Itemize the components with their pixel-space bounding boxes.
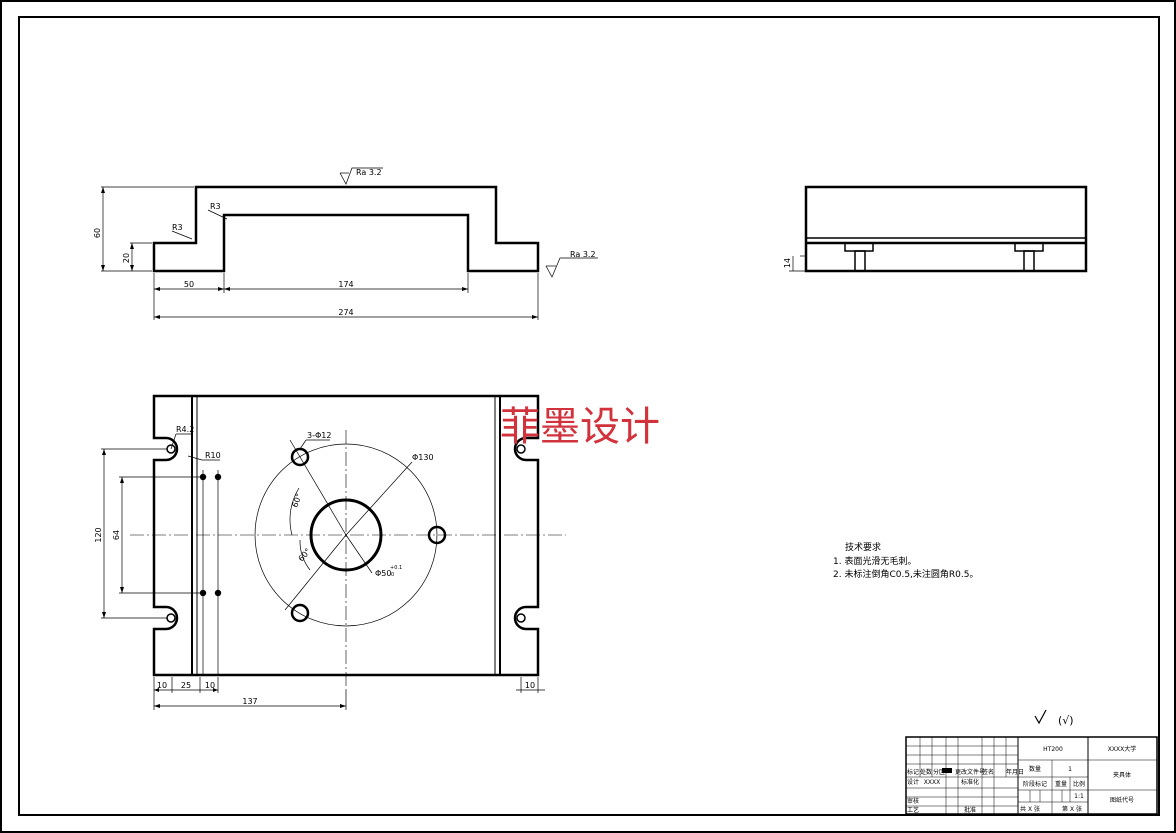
dim-left-50: 50 — [184, 280, 194, 289]
tech-requirement-2: 2. 未标注倒角C0.5,未注圆角R0.5。 — [833, 568, 978, 580]
dim-bolt-circle: Φ130 — [412, 453, 434, 462]
locating-pin-holes — [199, 473, 222, 597]
tb-zone-label: 分区 — [933, 768, 945, 776]
tb-design-name: XXXX — [924, 779, 940, 786]
top-view-outline — [152, 394, 540, 677]
dim-bottom-right-10: 10 — [525, 681, 535, 690]
tb-school: XXXX大学 — [1108, 745, 1136, 753]
tb-std-label: 标准化 — [961, 778, 979, 786]
tb-material: HT200 — [1043, 746, 1063, 753]
front-view: 60 20 50 174 274 R3 R3 Ra 3.2 Ra 3.2 — [93, 167, 598, 320]
title-block — [905, 736, 1158, 815]
watermark: 菲墨设计 — [500, 404, 660, 450]
dim-slot-174: 174 — [338, 280, 353, 289]
dim-vertical-120: 120 — [94, 527, 103, 542]
tb-part-name: 夹具体 — [1113, 771, 1131, 779]
tb-scale-label: 比例 — [1073, 780, 1085, 788]
tb-quantity: 1 — [1068, 766, 1072, 773]
tb-sign-label: 签名 — [982, 768, 994, 776]
tech-requirement-1: 1. 表面光滑无毛刺。 — [833, 555, 916, 567]
dim-bottom-25: 25 — [181, 681, 191, 690]
radius-outer-label: R3 — [172, 223, 183, 232]
tb-mark-label: 标记 — [907, 768, 919, 776]
tb-date-label: 年月日 — [1006, 768, 1024, 776]
hole-right — [427, 525, 447, 545]
roughness-other-label: (√) — [1058, 714, 1074, 727]
dim-vertical-64: 64 — [112, 530, 121, 540]
front-view-outline — [152, 185, 540, 273]
dim-center-bore-tol2: 0 — [391, 572, 394, 578]
tb-process-label: 工艺 — [907, 806, 919, 814]
dim-hole-pattern: 3-Φ12 — [307, 431, 331, 440]
tb-stage-label: 阶段标记 — [1023, 780, 1047, 788]
tb-drawing-no-label: 图纸代号 — [1110, 796, 1134, 804]
roughness-top-label: Ra 3.2 — [356, 168, 382, 177]
tb-weight-label: 重量 — [1055, 780, 1067, 788]
hole-bottom — [290, 603, 310, 623]
dim-corner-radius: R10 — [205, 451, 221, 460]
tb-sheets-label: 共 X 张 — [1020, 805, 1040, 813]
title-block-fill-mark — [942, 768, 952, 773]
dim-step-20: 20 — [122, 253, 131, 263]
tb-scale: 1:1 — [1074, 793, 1084, 800]
dim-height-60: 60 — [93, 228, 102, 238]
tb-quantity-label: 数量 — [1029, 765, 1041, 773]
dim-bottom-10a: 10 — [157, 681, 167, 690]
dim-center-137: 137 — [242, 697, 257, 706]
dim-bottom-10b: 10 — [205, 681, 215, 690]
bolt-circle — [254, 443, 438, 627]
tb-sheet-label: 第 X 张 — [1062, 805, 1082, 813]
top-view — [101, 394, 566, 710]
tech-requirements-title: 技术要求 — [845, 541, 881, 553]
radius-inner-label: R3 — [210, 202, 221, 211]
tb-change-label: 更改文件号 — [955, 768, 985, 776]
roughness-other-symbol — [1034, 709, 1047, 725]
side-view-outline — [804, 185, 1088, 273]
inner-frame — [18, 16, 1160, 816]
tb-approve-label: 批准 — [964, 806, 976, 814]
side-view — [789, 185, 1088, 273]
dim-center-bore: Φ50 — [375, 569, 391, 578]
dim-center-bore-tol: +0.1 — [390, 565, 402, 571]
center-bore — [309, 498, 383, 572]
dim-slot-radius: R4.2 — [176, 425, 194, 434]
dim-angle-1: 60° — [290, 492, 303, 508]
dim-side-14: 14 — [783, 258, 792, 268]
tb-count-label: 处数 — [920, 768, 932, 776]
dim-angle-2: 60° — [297, 547, 313, 564]
roughness-right-label: Ra 3.2 — [570, 250, 596, 259]
tb-audit-label: 审核 — [907, 797, 919, 805]
dim-total-274: 274 — [338, 308, 353, 317]
tb-design-label: 设计 — [907, 778, 919, 786]
